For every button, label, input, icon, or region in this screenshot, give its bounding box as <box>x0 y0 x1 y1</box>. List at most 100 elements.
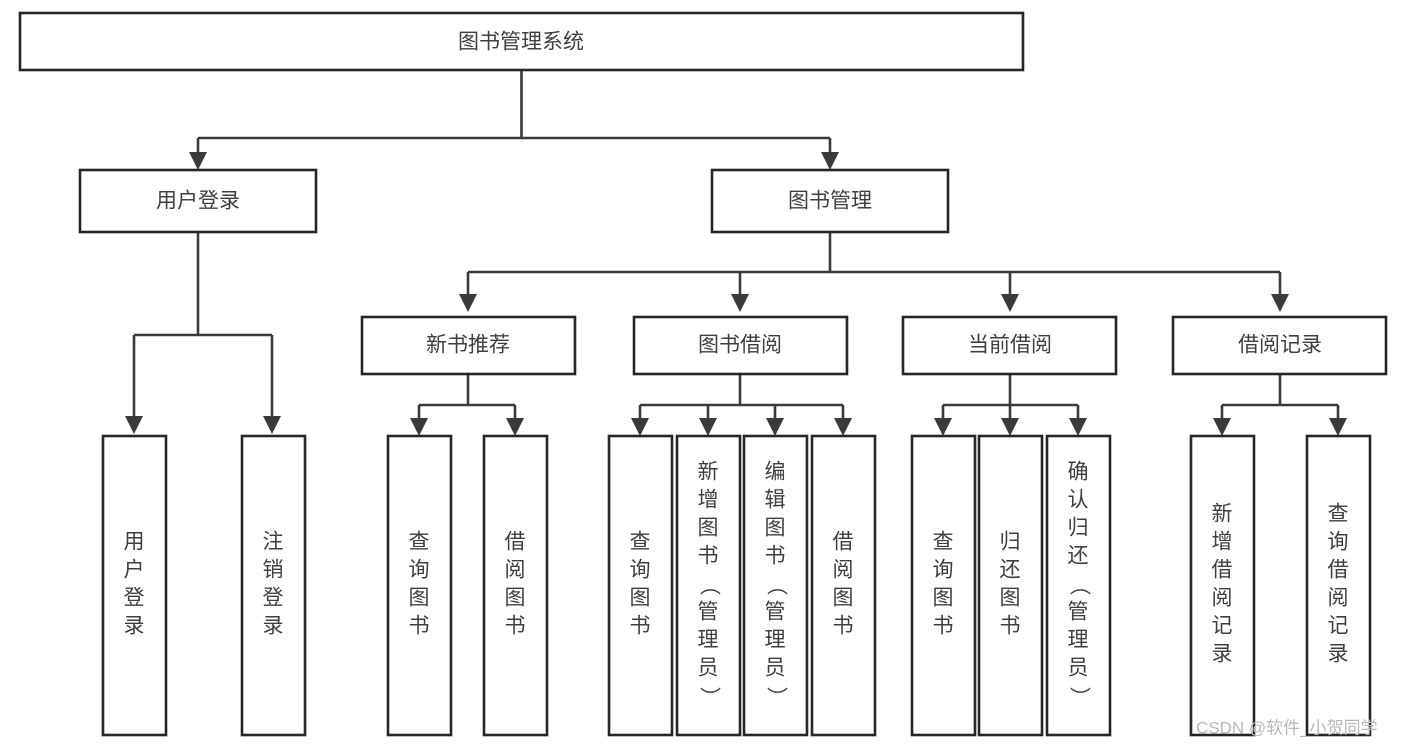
arrow-head-icon <box>1329 418 1347 436</box>
node-box-root[interactable] <box>18 11 1025 72</box>
node-label-char: 销 <box>263 559 284 582</box>
leaf-box-current-borrow-2[interactable] <box>977 434 1044 737</box>
leaf-box-current-borrow-3[interactable] <box>1045 434 1112 737</box>
leaf-box-book-borrow-2[interactable] <box>675 434 742 737</box>
node-label-book-manage: 图书管理 <box>788 190 872 213</box>
node-label-char: 图 <box>409 587 430 610</box>
node-label-char: （ <box>1067 575 1090 596</box>
node-label-char: 图 <box>833 587 854 610</box>
node-label-char: 管 <box>698 601 719 624</box>
leaf-box-borrow-record-2[interactable] <box>1305 434 1372 737</box>
leaf-user-login-1[interactable]: 用户登录 <box>101 434 168 737</box>
node-label-char: 员 <box>698 657 719 680</box>
node-label-char: （ <box>764 575 787 596</box>
node-label-char: 记 <box>1328 615 1349 638</box>
node-label-char: 借 <box>1212 559 1233 582</box>
node-label-char: 理 <box>1068 629 1089 652</box>
node-borrow-record[interactable]: 借阅记录 <box>1171 315 1388 376</box>
arrow-head-icon <box>506 418 524 436</box>
node-label-char: （ <box>697 575 720 596</box>
node-label-char: 书 <box>505 615 526 638</box>
node-new-book-recommend[interactable]: 新书推荐 <box>360 315 577 376</box>
node-box-book-borrow[interactable] <box>632 315 849 376</box>
node-label-char: 理 <box>698 629 719 652</box>
node-label-char: 登 <box>124 587 145 610</box>
node-box-current-borrow[interactable] <box>901 315 1118 376</box>
arrow-head-icon <box>834 418 852 436</box>
node-label-char: 辑 <box>765 489 786 512</box>
node-label-char: 查 <box>630 531 651 554</box>
arrow-head-icon <box>263 416 281 434</box>
node-label-char: 阅 <box>833 559 854 582</box>
node-label-char: 书 <box>933 615 954 638</box>
arrow-head-icon <box>459 294 477 312</box>
node-label-char: 记 <box>1212 615 1233 638</box>
watermark-label: CSDN @软件_小贺同学 <box>1196 718 1378 737</box>
arrow-head-icon <box>731 294 749 312</box>
node-label-char: 阅 <box>1328 587 1349 610</box>
node-label-char: 图 <box>630 587 651 610</box>
node-label-char: 图 <box>933 587 954 610</box>
leaf-box-user-login-2[interactable] <box>240 434 307 737</box>
arrow-head-icon <box>821 152 839 170</box>
node-box-borrow-record[interactable] <box>1171 315 1388 376</box>
leaf-box-current-borrow-1[interactable] <box>910 434 977 737</box>
node-label-char: 理 <box>765 629 786 652</box>
node-box-user-login[interactable] <box>78 168 318 234</box>
node-label-book-borrow: 图书借阅 <box>698 334 782 357</box>
node-label-char: 归 <box>1000 531 1021 554</box>
node-box-new-book-recommend[interactable] <box>360 315 577 376</box>
leaf-box-book-borrow-4[interactable] <box>810 434 877 737</box>
arrow-head-icon <box>934 418 952 436</box>
node-label-char: 认 <box>1068 489 1089 512</box>
node-label-char: 还 <box>1068 545 1089 568</box>
node-label-char: 查 <box>933 531 954 554</box>
node-label-char: 录 <box>1328 643 1349 666</box>
leaf-box-new-book-2[interactable] <box>482 434 549 737</box>
leaf-box-book-borrow-1[interactable] <box>607 434 674 737</box>
node-label-char: 借 <box>1328 559 1349 582</box>
arrow-head-icon <box>410 418 428 436</box>
node-label-char: 户 <box>124 559 145 582</box>
leaf-box-book-borrow-3[interactable] <box>742 434 809 737</box>
node-label-char: 还 <box>1000 559 1021 582</box>
node-label-char: 阅 <box>1212 587 1233 610</box>
node-label-char: 询 <box>409 559 430 582</box>
node-label-char: 图 <box>505 587 526 610</box>
arrow-head-icon <box>1213 418 1231 436</box>
node-user-login[interactable]: 用户登录 <box>78 168 318 234</box>
node-root[interactable]: 图书管理系统 <box>18 11 1025 72</box>
node-label-char: 借 <box>833 531 854 554</box>
leaf-box-new-book-1[interactable] <box>386 434 453 737</box>
node-book-borrow[interactable]: 图书借阅 <box>632 315 849 376</box>
node-label-char: 管 <box>1068 601 1089 624</box>
node-label-user-login: 用户登录 <box>156 190 240 213</box>
node-box-book-manage[interactable] <box>710 168 950 234</box>
node-label-char: 书 <box>409 615 430 638</box>
node-label-char: 增 <box>698 489 719 512</box>
leaf-box-user-login-1[interactable] <box>101 434 168 737</box>
arrow-head-icon <box>1001 294 1019 312</box>
node-label-char: 录 <box>124 615 145 638</box>
node-label-char: 归 <box>1068 517 1089 540</box>
node-label-char: 书 <box>765 545 786 568</box>
leaf-box-borrow-record-1[interactable] <box>1189 434 1256 737</box>
node-book-manage[interactable]: 图书管理 <box>710 168 950 234</box>
node-current-borrow[interactable]: 当前借阅 <box>901 315 1118 376</box>
